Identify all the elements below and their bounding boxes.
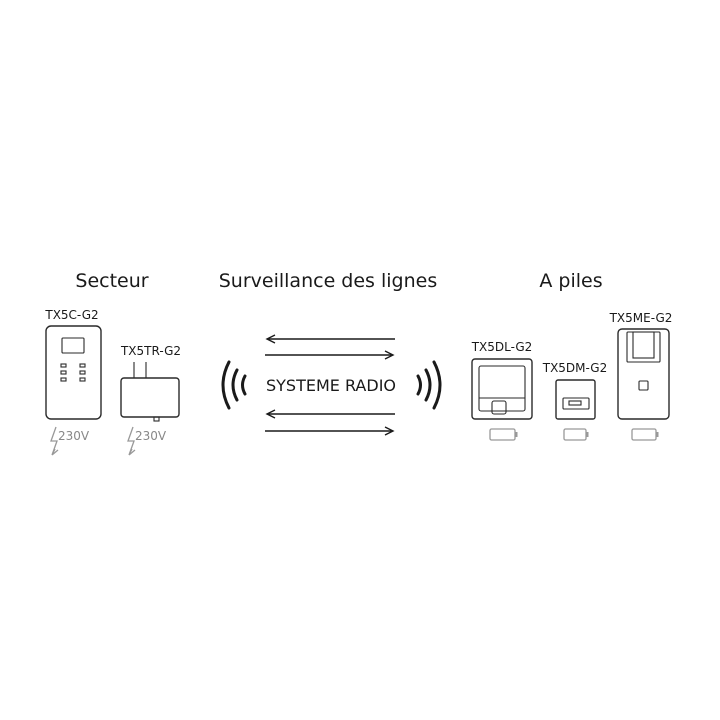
tx5c-display — [61, 337, 85, 354]
header-mains: Secteur — [75, 270, 148, 292]
arrowhead-right-icon — [384, 426, 395, 436]
power-label-tx5c-g2: 230V — [58, 429, 90, 443]
device-tx5dl-g2: TX5DL-G2 — [471, 340, 533, 441]
tx5me-button — [638, 380, 649, 391]
tx5dl-button — [491, 400, 507, 415]
tx5me-body — [617, 328, 670, 420]
lightning-icon — [50, 426, 59, 456]
supervision-arrows — [265, 334, 395, 436]
radio-system-label: SYSTEME RADIO — [266, 376, 396, 395]
device-label-tx5c-g2: TX5C-G2 — [44, 308, 98, 322]
tx5c-key — [60, 363, 67, 368]
device-tx5me-g2: TX5ME-G2 — [609, 311, 673, 441]
header-battery: A piles — [539, 270, 602, 292]
tx5tr-jack — [153, 416, 160, 422]
arrowhead-left-icon — [265, 334, 276, 344]
tx5dm-switch — [568, 400, 582, 406]
tx5c-key — [79, 370, 86, 375]
lightning-icon — [127, 426, 136, 456]
tx5c-body — [45, 325, 102, 420]
power-label-tx5tr-g2: 230V — [135, 429, 167, 443]
device-label-tx5dl-g2: TX5DL-G2 — [471, 340, 533, 354]
tx5c-key — [60, 370, 67, 375]
radio-waves-left-icon — [221, 360, 247, 410]
tx5dl-inner — [478, 365, 526, 412]
radio-waves-right-icon — [416, 360, 442, 410]
battery-icon — [489, 428, 518, 441]
header-supervision: Surveillance des lignes — [219, 270, 437, 292]
arrowhead-right-icon — [384, 350, 395, 360]
tx5dl-body — [471, 358, 533, 420]
device-tx5tr-g2: TX5TR-G2 230V — [120, 344, 181, 456]
tx5c-key — [79, 377, 86, 382]
device-label-tx5dm-g2: TX5DM-G2 — [542, 361, 607, 375]
battery-icon — [563, 428, 589, 441]
device-tx5dm-g2: TX5DM-G2 — [542, 361, 607, 441]
battery-icon — [631, 428, 659, 441]
tx5tr-body — [120, 377, 180, 418]
device-label-tx5me-g2: TX5ME-G2 — [609, 311, 673, 325]
tx5dm-window — [562, 397, 590, 410]
tx5me-slot — [632, 331, 655, 359]
tx5c-key — [79, 363, 86, 368]
arrowhead-left-icon — [265, 409, 276, 419]
tx5c-key — [60, 377, 67, 382]
device-label-tx5tr-g2: TX5TR-G2 — [120, 344, 181, 358]
device-tx5c-g2: TX5C-G2 230V — [44, 308, 102, 456]
